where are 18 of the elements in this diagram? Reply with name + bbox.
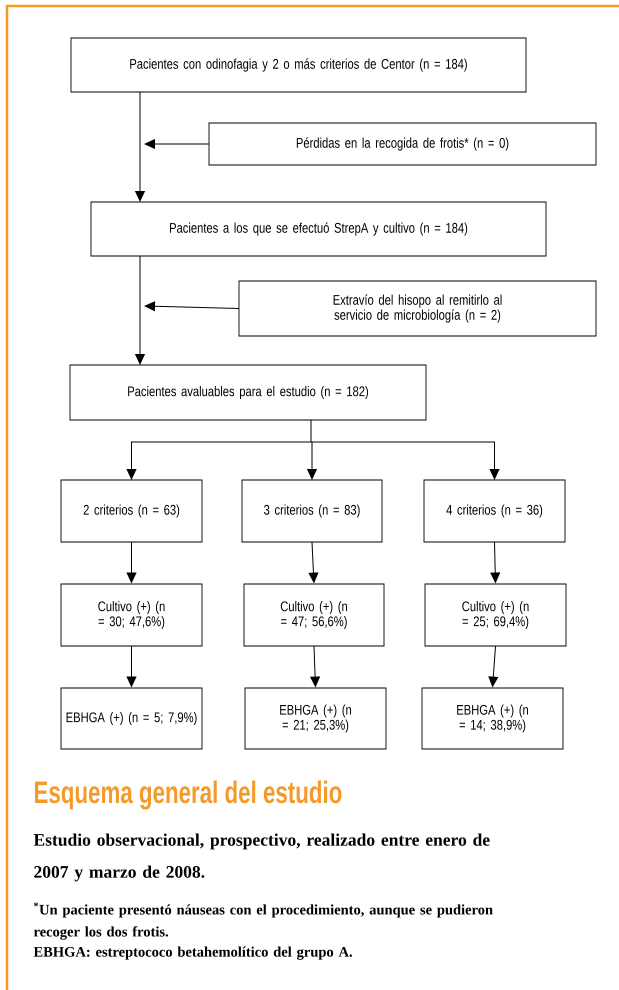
process-box: Pacientes a los que se efectuó StrepA y cultivo (n = 184) bbox=[90, 202, 546, 256]
process-box: Cultivo (+) (n = 25; 69,4%) bbox=[424, 584, 566, 646]
caption: Estudio observacional, prospectivo, realizado entre enero de 2007 y marzo de 2008. bbox=[34, 834, 490, 882]
footnote: $^{*}$Un paciente presentó náuseas con el procedimiento, aunque se pudieron recoger los dos frotis. bbox=[34, 902, 493, 940]
footnote: EBHGA: estreptococo betahemolítico del grupo A. bbox=[34, 946, 352, 960]
heading: Esquema general del estudio bbox=[35, 780, 342, 810]
process-box: EBHGA (+) (n = 14; 38,9%) bbox=[422, 688, 564, 750]
process-box: Pacientes con odinofagia y 2 o más criterios de Centor (n = 184) bbox=[70, 38, 526, 92]
process-box: EBHGA (+) (n = 5; 7,9%) bbox=[60, 688, 202, 750]
process-box: EBHGA (+) (n = 21; 25,3%) bbox=[244, 688, 386, 750]
process-box: Cultivo (+) (n = 30; 47,6%) bbox=[60, 584, 202, 646]
process-box: 4 criterios (n = 36) bbox=[424, 480, 566, 542]
process-box: 3 criterios (n = 83) bbox=[242, 480, 382, 542]
process-box: Pérdidas en la recogida de frotis* (n = 0) bbox=[208, 122, 596, 166]
process-box: Pacientes avaluables para el estudio (n = 182) bbox=[70, 364, 426, 420]
process-box: 2 criterios (n = 63) bbox=[60, 480, 202, 542]
process-box: Extravío del hisopo al remitirlo al servicio de microbiología (n = 2) bbox=[238, 280, 596, 336]
process-box: Cultivo (+) (n = 47; 56,6%) bbox=[244, 584, 384, 646]
